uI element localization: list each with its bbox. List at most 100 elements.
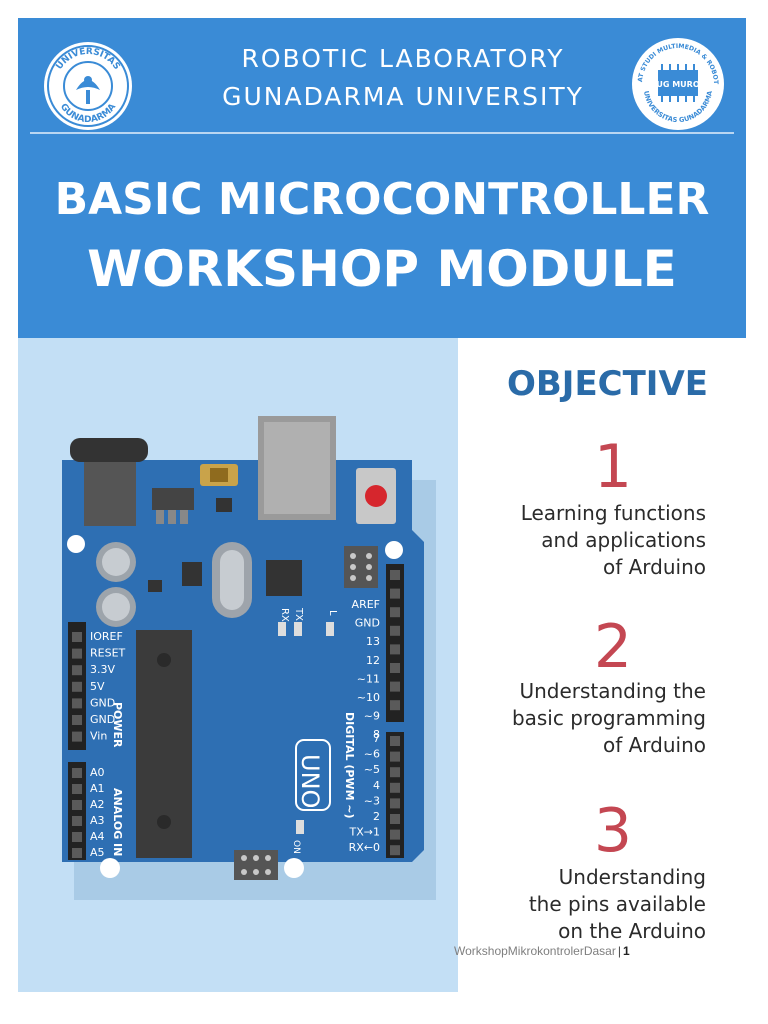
header-pin (72, 632, 82, 642)
analog-in-label: ANALOG IN (111, 788, 124, 856)
header-pin (390, 681, 400, 692)
objective-3-line-3: on the Arduino (558, 919, 706, 943)
rx-label: RX (279, 608, 290, 622)
header-banner: UNIVERSITAS GUNADARMA ROBOTIC LABORATORY… (18, 18, 746, 338)
header-pin (72, 768, 82, 778)
digital-pin-label: 8 (373, 728, 380, 741)
power-pin-label: 3.3V (90, 663, 115, 676)
header-pin (390, 644, 400, 655)
digital-pin-label: AREF (352, 598, 380, 611)
objective-item-3: Understanding the pins available on the … (470, 864, 706, 945)
header-pin (390, 588, 400, 599)
header-pin (72, 848, 82, 858)
header-pin (390, 845, 400, 856)
l-led (326, 622, 334, 636)
icsp-bottom (234, 850, 278, 880)
header-pin (390, 625, 400, 636)
page-footer: WorkshopMikrokontrolerDasar|1 (454, 944, 630, 958)
header-pin (72, 681, 82, 692)
header-pin (72, 832, 82, 842)
digital-pin-label: 13 (366, 635, 380, 648)
header-pin (72, 816, 82, 826)
power-pin-label: Vin (90, 730, 107, 743)
lab-name-line-1: ROBOTIC LABORATORY (241, 44, 565, 73)
header-pin (72, 800, 82, 810)
mount-hole (100, 858, 120, 878)
header-pin (72, 715, 82, 725)
page-number: 1 (622, 944, 630, 958)
objective-1-line-1: Learning functions (520, 501, 706, 525)
power-label: POWER (111, 702, 124, 748)
objective-item-2: Understanding the basic programming of A… (470, 678, 706, 759)
objective-number-1: 1 (593, 432, 632, 502)
on-label: ON (291, 840, 301, 854)
analog-pin-label: A3 (90, 814, 105, 827)
digital-pin-label: ~9 (364, 710, 380, 723)
header-pin (390, 607, 400, 618)
power-pin-label: GND (90, 713, 115, 726)
objective-3-line-2: the pins available (528, 892, 706, 916)
uno-logo-text: UNO (296, 754, 324, 808)
footer-text: WorkshopMikrokontrolerDasar (454, 944, 616, 958)
power-pin-label: IOREF (90, 630, 123, 643)
mount-hole (67, 535, 85, 553)
rx-led (278, 622, 286, 636)
power-pin-label: GND (90, 696, 115, 709)
digital-header-bottom (386, 732, 404, 858)
header-pin (390, 570, 400, 580)
analog-pin-label: A0 (90, 766, 105, 779)
digital-pin-label: TX→1 (349, 826, 380, 839)
title-line-2: WORKSHOP MODULE (87, 240, 677, 298)
analog-pin-label: A2 (90, 798, 105, 811)
power-pin-label: RESET (90, 647, 126, 660)
digital-pin-label: ~6 (364, 748, 380, 761)
header-pin (390, 751, 400, 762)
tx-led (294, 622, 302, 636)
digital-pin-label: 12 (366, 654, 380, 667)
gunadarma-logo: UNIVERSITAS GUNADARMA (44, 42, 132, 130)
header-pin (390, 700, 400, 711)
digital-pin-label: GND (355, 617, 380, 630)
logo-right-center-text: UG MURO (656, 80, 699, 89)
header-pin (72, 784, 82, 794)
title-line-1: BASIC MICROCONTROLLER (54, 174, 710, 225)
digital-pin-label: 7 (373, 732, 380, 745)
lab-name-line-2: GUNADARMA UNIVERSITY (222, 82, 584, 111)
voltage-regulator (152, 488, 194, 510)
header-pin (390, 829, 400, 840)
mount-hole (385, 541, 403, 559)
objective-number-3: 3 (593, 796, 632, 866)
analog-pin-label: A5 (90, 846, 105, 859)
on-led (296, 820, 304, 834)
header-pin (390, 663, 400, 673)
header-pin (390, 736, 400, 746)
digital-pwm-label: DIGITAL (PWM ~) (343, 712, 356, 819)
header-pin (72, 698, 82, 709)
analog-pin-label: A4 (90, 830, 105, 843)
l-label: L (327, 610, 338, 616)
objective-2-line-2: basic programming (511, 706, 706, 730)
objective-2-line-1: Understanding the (519, 679, 706, 703)
small-ic (182, 562, 202, 586)
uno-badge (295, 739, 331, 811)
objective-3-line-1: Understanding (558, 865, 706, 889)
objective-item-1: Learning functions and applications of A… (470, 500, 706, 581)
objective-number-2: 2 (593, 612, 632, 682)
objective-1-line-2: and applications (541, 528, 706, 552)
digital-header-top (386, 564, 404, 722)
tx-label: TX (293, 607, 304, 621)
power-pin-label: 5V (90, 680, 105, 693)
digital-pin-label: ~10 (357, 691, 380, 704)
header-pin (72, 731, 82, 742)
objective-2-line-3: of Arduino (602, 733, 706, 757)
header-pin (390, 814, 400, 824)
digital-pin-label: ~11 (357, 672, 380, 685)
digital-pin-label: 4 (373, 779, 380, 792)
digital-pin-label: ~5 (364, 763, 380, 776)
header-pin (390, 767, 400, 778)
header-pin (72, 665, 82, 676)
header-pin (72, 648, 82, 659)
objective-heading: OBJECTIVE (506, 364, 708, 404)
